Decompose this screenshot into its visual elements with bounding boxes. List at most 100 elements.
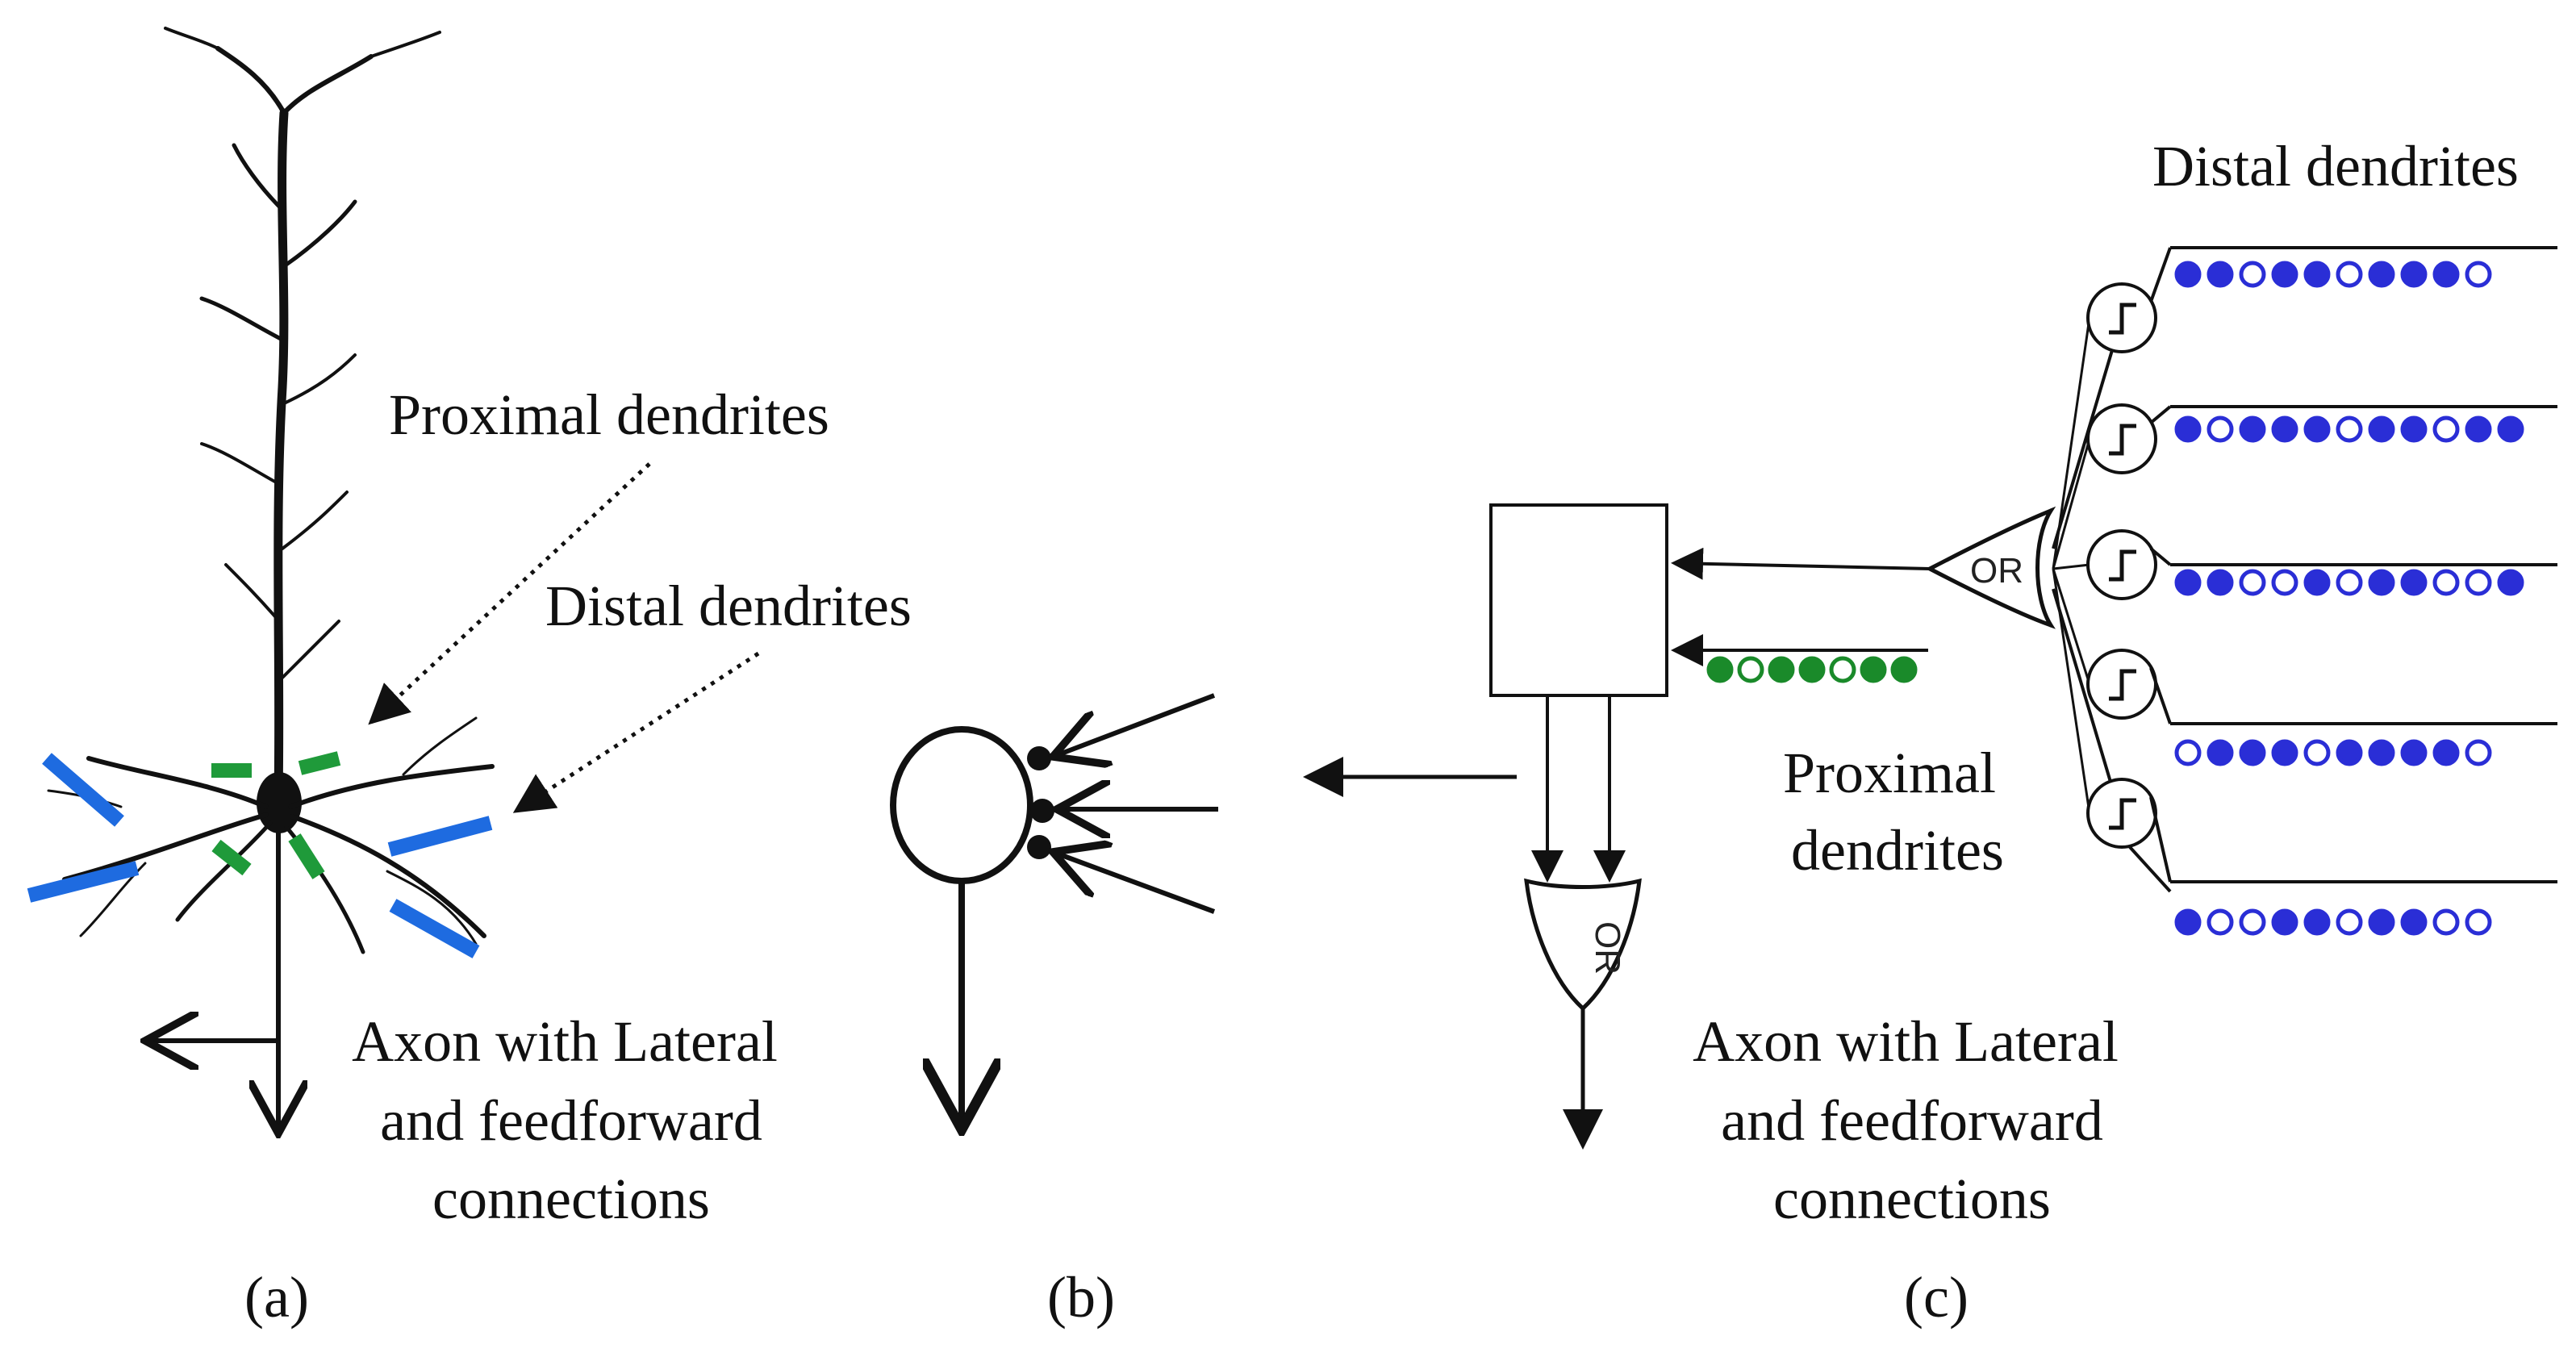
axon-label-a-line3: connections [432,1167,710,1231]
proximal-synapse [1768,656,1795,683]
distal-synapse [2174,415,2202,443]
distal-synapse [2432,415,2460,443]
axon-label-c-line1: Axon with Lateral [1693,1009,2119,1074]
or-gate-bottom-label: OR [1588,921,1627,975]
proximal-synapse [1798,656,1826,683]
proximal-synapse [1737,656,1764,683]
step-function-icon [2109,303,2136,335]
distal-synapse [2207,261,2234,288]
caption-a: (a) [244,1265,309,1330]
distal-dendrites-label-c: Distal dendrites [2152,134,2519,198]
proximal-synapse [1860,656,1887,683]
distal-synapse [2239,739,2266,766]
distal-synapse [2400,569,2428,596]
or-gate-distal: OR [1925,506,2056,629]
caption-c: (c) [1904,1265,1969,1330]
proximal-dendrite-marks [211,751,341,879]
distal-synapse [2271,908,2298,936]
distal-dendrite-marks [27,753,493,958]
distal-synapse [2303,415,2331,443]
distal-synapse [2400,739,2428,766]
distal-synapse [2174,569,2202,596]
distal-synapse [2239,261,2266,288]
gate-to-threshold-wire [2052,438,2091,570]
distal-synapse [2271,569,2298,596]
proximal-synapse [1706,656,1734,683]
gate-to-threshold-wire [2052,563,2090,570]
gate-to-threshold-wire [2052,568,2091,685]
step-function-icon [2109,669,2136,701]
proximal-dendrites-label-a: Proximal dendrites [389,382,829,447]
proximal-synapses [1706,656,1918,683]
distal-synapse [2174,739,2202,766]
distal-dendrite-tree [2052,246,2557,936]
step-function-icon [2109,798,2136,830]
distal-synapse [2271,261,2298,288]
distal-synapse [2174,908,2202,936]
distal-synapse [2400,908,2428,936]
segment-branch-line [2149,247,2172,303]
caption-b: (b) [1047,1265,1115,1330]
distal-synapse [2368,569,2395,596]
distal-synapse [2400,261,2428,288]
axon-label-a-line2: and feedforward [380,1088,762,1153]
segment-branch-line [2149,547,2172,566]
distal-synapse [2432,569,2460,596]
distal-synapse [2303,569,2331,596]
distal-synapse [2303,261,2331,288]
distal-pointer-arrow [512,651,760,813]
distal-synapse [2465,569,2492,596]
distal-synapse [2207,739,2234,766]
or-gate-output: OR [1524,878,1642,1012]
segment-branch-line [2128,845,2172,893]
step-function-icon [2109,424,2136,456]
distal-synapse [2432,261,2460,288]
segment-branch-line [2149,405,2172,424]
distal-synapse [2336,908,2363,936]
distal-synapse [2432,908,2460,936]
distal-synapse [2336,261,2363,288]
proximal-synapse [1890,656,1918,683]
distal-synapse [2207,415,2234,443]
proximal-label-c-line1: Proximal [1783,741,1996,805]
segment-branch-line [2149,667,2172,724]
distal-synapse [2303,908,2331,936]
distal-synapse [2465,908,2492,936]
proximal-label-c-line2: dendrites [1791,818,2004,883]
or-gate-label: OR [1970,551,2023,591]
distal-synapse [2336,569,2363,596]
axon-label-c-line3: connections [1773,1167,2051,1231]
distal-synapse [2368,415,2395,443]
distal-synapse [2368,908,2395,936]
point-neuron-model [890,693,1218,1129]
distal-synapse [2239,569,2266,596]
distal-synapse [2497,569,2524,596]
distal-synapse [2271,739,2298,766]
axon-label-c-line2: and feedforward [1721,1088,2103,1153]
distal-synapse [2465,415,2492,443]
distal-synapse [2207,569,2234,596]
cell-body-box [1489,503,1668,697]
or-to-cell-arrow [1671,547,1931,580]
distal-synapse [2239,415,2266,443]
distal-synapse [2368,261,2395,288]
distal-synapse [2368,739,2395,766]
gate-to-threshold-wire [2052,317,2091,570]
distal-dendrites-label-a: Distal dendrites [545,574,912,638]
step-function-icon [2109,549,2136,582]
distal-synapse [2239,908,2266,936]
segment-branch-line [2149,796,2172,883]
distal-synapse [2207,908,2234,936]
distal-synapse [2465,739,2492,766]
gate-to-threshold-wire [2052,568,2091,814]
distal-synapse [2497,415,2524,443]
proximal-synapse [1829,656,1856,683]
distal-synapse [2400,415,2428,443]
distal-synapse [2174,261,2202,288]
distal-synapse [2336,415,2363,443]
proximal-pointer-arrow [368,462,651,725]
axon-label-a-line1: Axon with Lateral [352,1009,778,1074]
distal-synapse [2465,261,2492,288]
distal-synapse [2336,739,2363,766]
distal-synapse [2271,415,2298,443]
